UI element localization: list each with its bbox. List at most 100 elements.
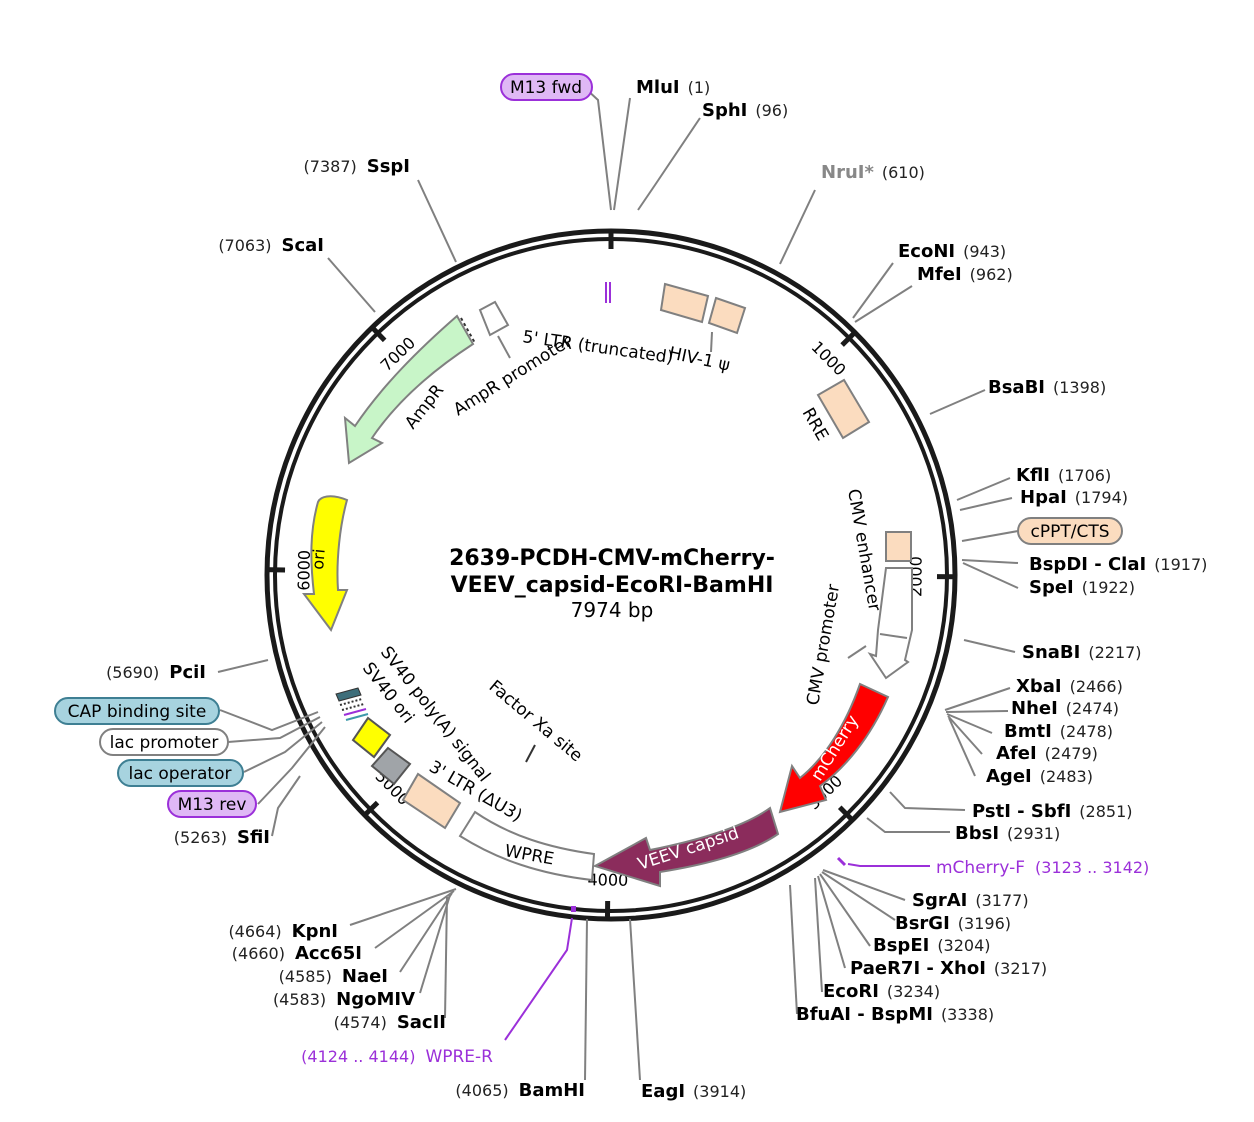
svg-text:(4660)Acc65I: (4660)Acc65I — [232, 943, 362, 964]
svg-text:(5690)PciI: (5690) PciI — [106, 662, 206, 683]
polya-box — [370, 746, 412, 786]
site-sspi-name: SspI — [367, 156, 410, 177]
primer-mcherry-f-name: mCherry-F — [936, 858, 1025, 878]
site-bmti-name: BmtI — [1004, 721, 1052, 742]
svg-text:BbsI(2931): BbsI(2931) — [955, 823, 1060, 844]
label-hiv: HIV-1 ψ — [667, 343, 732, 375]
lac-operator-label: lac operator — [128, 764, 231, 784]
tick-7000 — [368, 324, 387, 343]
svg-text:MluI(1): MluI(1) — [636, 77, 710, 98]
veev-arrow — [592, 806, 780, 888]
svg-text:BsrGI(3196): BsrGI(3196) — [895, 913, 1011, 934]
site-pcii-name: PciI — [169, 662, 206, 683]
svg-text:EagI(3914): EagI(3914) — [641, 1081, 746, 1102]
site-sgrai-name: SgrAI — [912, 890, 967, 911]
site-bfuai-pos: (3338) — [941, 1005, 994, 1024]
site-xbai-name: XbaI — [1016, 676, 1062, 697]
sv40-ori-box — [351, 716, 392, 759]
ori-arrow — [302, 495, 349, 633]
site-xbai-pos: (2466) — [1070, 677, 1123, 696]
site-paer7i-name: PaeR7I - XhoI — [850, 958, 986, 979]
site-econi-pos: (943) — [963, 242, 1006, 261]
site-afei-name: AfeI — [996, 743, 1037, 764]
boxed-labels: M13 fwd cPPT/CTS CAP binding site lac pr… — [54, 73, 1123, 818]
title-line-1: 2639-PCDH-CMV-mCherry- — [449, 546, 775, 571]
svg-text:BmtI(2478): BmtI (2478) — [1004, 721, 1113, 742]
svg-text:BfuAI - BspMI(3338): BfuAI - BspMI (3338) — [796, 1004, 994, 1025]
m13-fwd-label: M13 fwd — [510, 78, 582, 98]
svg-text:NheI(2474): NheI(2474) — [1011, 698, 1119, 719]
site-bspei-name: BspEI — [873, 935, 929, 956]
site-psti-name: PstI - SbfI — [972, 801, 1071, 822]
svg-text:(7063)ScaI: (7063)ScaI — [218, 235, 324, 256]
label-cmv-enhancer: CMV enhancer — [843, 487, 884, 612]
site-ecori-pos: (3234) — [887, 982, 940, 1001]
site-bmti-pos: (2478) — [1060, 722, 1113, 741]
site-scai-pos: (7063) — [218, 236, 271, 255]
site-spei-name: SpeI — [1029, 577, 1074, 598]
tick-3000 — [837, 805, 856, 824]
site-sphi-pos: (96) — [755, 101, 788, 120]
svg-text:PstI - SbfI(2851): PstI - SbfI(2851) — [972, 801, 1132, 822]
site-naei-name: NaeI — [342, 966, 388, 987]
primer-marks — [571, 282, 847, 912]
svg-text:(4664)KpnI: (4664)KpnI — [228, 921, 338, 942]
lac-operator-box — [117, 759, 244, 787]
mcherry-arrow — [778, 682, 890, 814]
svg-text:mCherry-F(3123 .. 3142): mCherry-F(3123 .. 3142) — [936, 858, 1149, 878]
site-bspdi-pos: (1917) — [1154, 555, 1207, 574]
site-agei-pos: (2483) — [1040, 767, 1093, 786]
site-kfli-pos: (1706) — [1058, 466, 1111, 485]
site-mfei-name: MfeI — [917, 264, 962, 285]
svg-text:BsaBI(1398): BsaBI(1398) — [988, 377, 1106, 398]
cppt-label-box — [1017, 517, 1123, 545]
ltr5-box-b — [707, 296, 747, 335]
svg-text:(5263)SfiI: (5263)SfiI — [174, 827, 270, 848]
site-mfei-pos: (962) — [970, 265, 1013, 284]
site-bfuai-name: BfuAI - BspMI — [796, 1004, 933, 1025]
features — [302, 282, 913, 888]
svg-text:(4124 .. 4144)WPRE-R: (4124 .. 4144)WPRE-R — [301, 1047, 493, 1067]
site-bbsi-pos: (2931) — [1007, 824, 1060, 843]
svg-text:MfeI(962): MfeI (962) — [917, 264, 1013, 285]
svg-text:BspEI(3204): BspEI (3204) — [873, 935, 991, 956]
leader-lines — [217, 87, 1019, 1081]
primer-wpre-r-name: WPRE-R — [425, 1047, 493, 1067]
cap-box — [54, 697, 220, 725]
site-bsabi-name: BsaBI — [988, 377, 1045, 398]
site-nrui-pos: (610) — [882, 163, 925, 182]
svg-text:SgrAI(3177): SgrAI(3177) — [912, 890, 1029, 911]
site-mlui-pos: (1) — [688, 78, 711, 97]
ltr5-box-a — [659, 282, 710, 324]
svg-text:(4585)NaeI: (4585) NaeI — [279, 966, 388, 987]
site-bamhi-pos: (4065) — [455, 1081, 508, 1100]
site-kfli-name: KflI — [1016, 465, 1050, 486]
svg-text:XbaI(2466): XbaI (2466) — [1016, 676, 1123, 697]
site-sacii-pos: (4574) — [334, 1013, 387, 1032]
svg-text:NruI*(610): NruI*(610) — [821, 162, 925, 183]
site-kpni-pos: (4664) — [228, 922, 281, 941]
site-snabi-pos: (2217) — [1088, 643, 1141, 662]
site-afei-pos: (2479) — [1045, 744, 1098, 763]
lac-promoter-box — [99, 728, 229, 756]
svg-text:(4583)NgoMIV: (4583)NgoMIV — [273, 989, 415, 1010]
site-naei-pos: (4585) — [279, 967, 332, 986]
tick-5000 — [361, 800, 380, 819]
site-bspei-pos: (3204) — [937, 936, 990, 955]
cmv-arrow — [867, 567, 913, 680]
site-pcii-pos: (5690) — [106, 663, 159, 682]
site-acc65i-pos: (4660) — [232, 944, 285, 963]
svg-text:AgeI(2483): AgeI(2483) — [986, 766, 1093, 787]
site-bspdi-name: BspDI - ClaI — [1029, 554, 1146, 575]
svg-text:HpaI(1794): HpaI(1794) — [1020, 487, 1128, 508]
m13-rev-label: M13 rev — [178, 795, 247, 815]
svg-text:KflI(1706): KflI (1706) — [1016, 465, 1111, 486]
plasmid-title: 2639-PCDH-CMV-mCherry- VEEV_capsid-EcoRI… — [449, 546, 775, 622]
svg-text:EcoNI(943): EcoNI(943) — [898, 241, 1006, 262]
svg-text:(4065)BamHI: (4065)BamHI — [455, 1080, 585, 1101]
svg-text:(7387)SspI: (7387)SspI — [304, 156, 410, 177]
ampr-arrow — [343, 314, 475, 465]
site-snabi-name: SnaBI — [1022, 642, 1080, 663]
primer-leaders — [504, 863, 930, 1041]
